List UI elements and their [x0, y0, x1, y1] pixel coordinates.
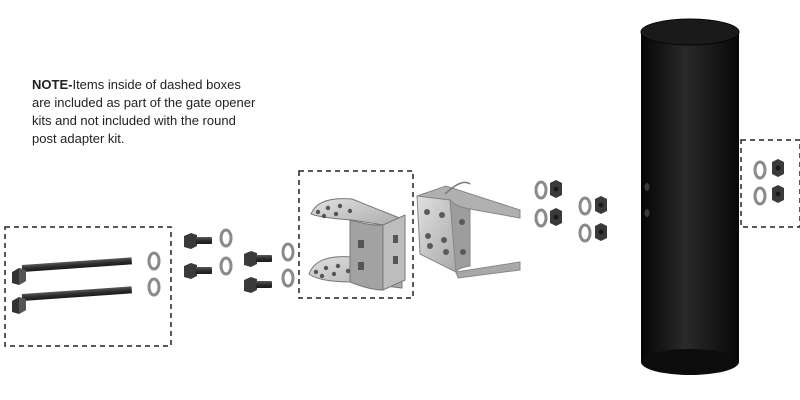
- dashed-box-long-bolts: [4, 226, 172, 347]
- dashed-box-right-hardware: [740, 139, 800, 228]
- washer: [147, 251, 161, 271]
- nut-washer-set-right: [753, 159, 784, 206]
- short-bolt: [184, 263, 212, 279]
- washer: [281, 242, 295, 262]
- short-bolt: [244, 277, 272, 293]
- short-bolt: [184, 233, 212, 249]
- nut-washer-set: [534, 180, 607, 243]
- note-text: NOTE-Items inside of dashed boxes are in…: [32, 76, 262, 148]
- washer: [147, 277, 161, 297]
- washer: [219, 256, 233, 276]
- washer: [219, 228, 233, 248]
- note-body: Items inside of dashed boxes are include…: [32, 77, 256, 146]
- short-bolt: [244, 251, 272, 267]
- dashed-box-u-bracket: [298, 170, 414, 299]
- long-bolt: [12, 286, 133, 314]
- note-label: NOTE-: [32, 77, 73, 92]
- washer: [281, 268, 295, 288]
- u-bracket: [308, 198, 406, 291]
- round-post-adapter: [416, 181, 521, 279]
- long-bolt: [12, 257, 133, 285]
- round-post: [640, 18, 740, 375]
